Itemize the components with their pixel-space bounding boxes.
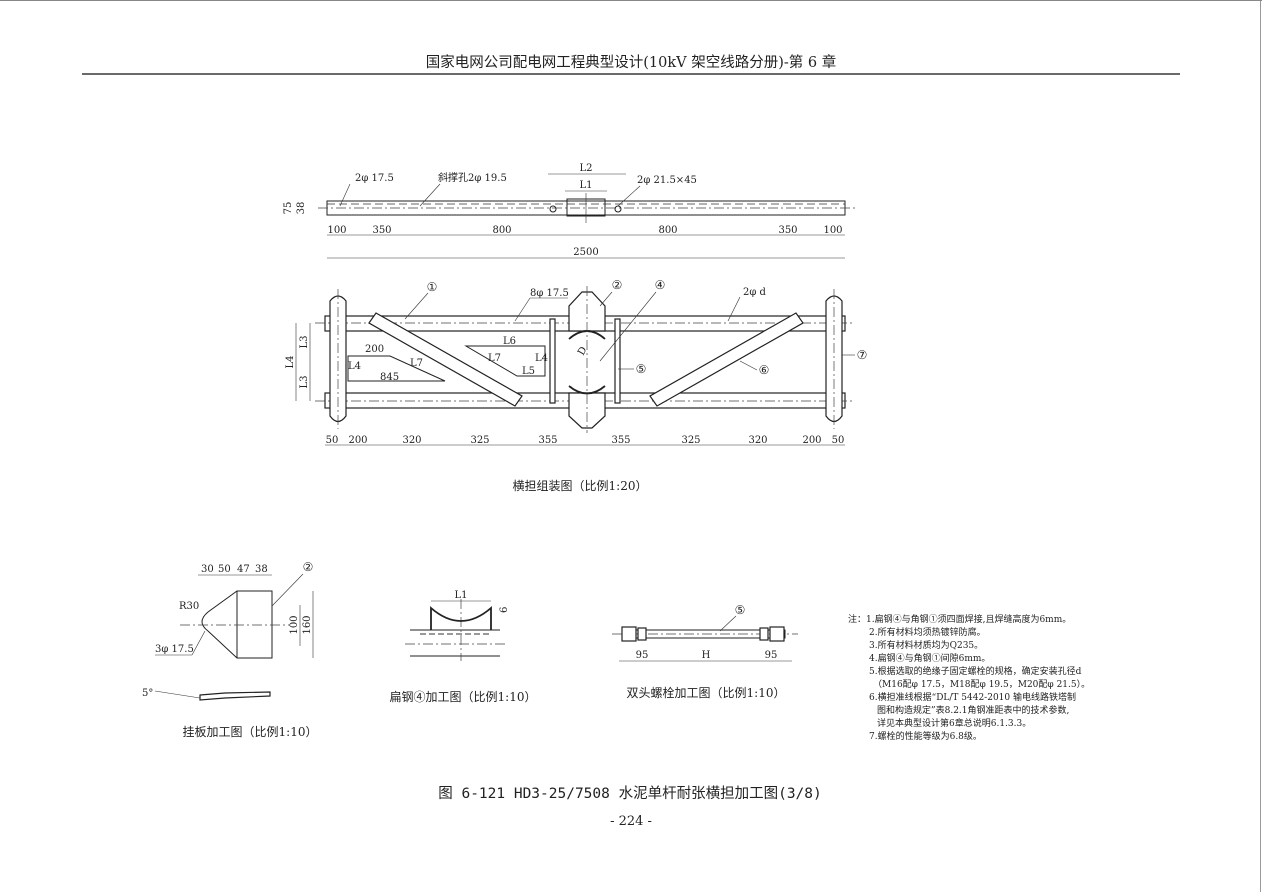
tri2-top: L6 xyxy=(503,336,516,347)
flat-caption: 扁钢④加工图（比例1:10） xyxy=(390,690,537,704)
tri1-hyp: L7 xyxy=(410,358,423,369)
elev-dim: 100 xyxy=(327,225,346,236)
elev-dim: 800 xyxy=(658,225,677,236)
plan-dim: 320 xyxy=(402,435,421,446)
tri2-hyp: L7 xyxy=(488,353,501,364)
plan-dim: 200 xyxy=(802,435,821,446)
elev-total: 2500 xyxy=(573,247,598,258)
balloon-7: ⑦ xyxy=(857,348,868,362)
plan-holes-d: 2φ d xyxy=(743,287,767,298)
balloon-2: ② xyxy=(612,278,623,292)
balloon-6: ⑥ xyxy=(759,363,770,377)
tri1-side: L4 xyxy=(348,361,361,372)
elevation-view: 2φ 17.5 斜撑孔2φ 19.5 2φ 21.5×45 L2 L1 75 3… xyxy=(283,163,855,259)
hanger-h100: 100 xyxy=(289,615,300,634)
hanger-dim: 30 xyxy=(201,564,214,575)
plan-dim: 325 xyxy=(470,435,489,446)
hanger-plate-detail: 30 50 47 38 R30 3φ 17.5 ② 100 160 5° 挂板加… xyxy=(142,560,317,739)
plan-L4: L4 xyxy=(285,355,296,368)
note: 详见本典型设计第6章总说明6.1.3.3。 xyxy=(877,717,1031,729)
header-title: 国家电网公司配电网工程典型设计(10kV 架空线路分册)-第 6 章 xyxy=(426,53,836,71)
note: 4.扁钢④与角钢①间隙6mm。 xyxy=(869,652,990,664)
plan-dim: 50 xyxy=(326,435,339,446)
stud-dim: 95 xyxy=(765,650,778,661)
hanger-h160: 160 xyxy=(302,615,313,634)
elev-L1: L1 xyxy=(579,180,592,191)
elev-dim: 800 xyxy=(492,225,511,236)
plan-L3: L3 xyxy=(299,335,310,348)
flat-thickness: 6 xyxy=(499,607,510,613)
plan-L3: L3 xyxy=(299,375,310,388)
note: 5.根据选取的绝缘子固定螺栓的规格，确定安装孔径d xyxy=(869,665,1082,677)
note: 6.横担准线根据“DL/T 5442-2010 输电线路铁塔制 xyxy=(869,691,1076,703)
hanger-dim: 50 xyxy=(218,564,231,575)
plan-dim: 50 xyxy=(832,435,845,446)
stud-bolt-detail: ⑤ 95 H 95 双头螺栓加工图（比例1:10） xyxy=(612,603,798,700)
elev-dim: 350 xyxy=(778,225,797,236)
tri1-top: 200 xyxy=(365,344,384,355)
stud-dim: 95 xyxy=(636,650,649,661)
flat-steel-detail: L1 6 扁钢④加工图（比例1:10） xyxy=(390,590,537,704)
note: 注：1.扁钢④与角钢①须四面焊接,且焊缝高度为6mm。 xyxy=(848,613,1071,625)
assembly-plan: 200 L4 L7 845 L6 L7 L4 L5 D ① ② ④ ⑤ ⑥ ⑦ … xyxy=(285,278,867,493)
stud-dim: H xyxy=(702,650,711,661)
elev-L2: L2 xyxy=(579,163,592,174)
balloon-5: ⑤ xyxy=(636,362,647,376)
hanger-caption: 挂板加工图（比例1:10） xyxy=(183,725,318,739)
balloon-1: ① xyxy=(427,280,438,294)
pole-diameter: D xyxy=(576,345,590,357)
note: 3.所有材料材质均为Q235。 xyxy=(869,639,983,651)
elev-h38: 38 xyxy=(296,202,307,215)
stud-caption: 双头螺栓加工图（比例1:10） xyxy=(627,685,786,700)
elev-brace-hole-label: 斜撑孔2φ 19.5 xyxy=(438,171,507,184)
hanger-holes: 3φ 17.5 xyxy=(155,644,194,655)
plan-holes-8: 8φ 17.5 xyxy=(530,288,569,299)
elev-h75: 75 xyxy=(283,202,294,215)
elev-hole-label: 2φ 17.5 xyxy=(355,173,394,184)
hanger-balloon: ② xyxy=(303,560,314,574)
tri1-bottom: 845 xyxy=(380,372,399,383)
note: 图和构造规定”表8.2.1角钢准距表中的技术参数, xyxy=(877,704,1069,716)
stud-balloon: ⑤ xyxy=(735,603,746,617)
elev-dim: 100 xyxy=(823,225,842,236)
plan-dim: 355 xyxy=(611,435,630,446)
hanger-dim: 47 xyxy=(237,564,250,575)
hanger-angle: 5° xyxy=(142,688,153,699)
page-number: - 224 - xyxy=(610,814,652,829)
flat-L1: L1 xyxy=(454,590,467,601)
balloon-4: ④ xyxy=(655,278,666,292)
figure-title: 图 6-121 HD3-25/7508 水泥单杆耐张横担加工图(3/8) xyxy=(438,785,822,802)
hanger-dim: 38 xyxy=(255,564,268,575)
hanger-radius: R30 xyxy=(179,601,199,612)
note: 7.螺栓的性能等级为6.8级。 xyxy=(869,730,982,742)
plan-dim: 325 xyxy=(681,435,700,446)
elev-dim: 350 xyxy=(372,225,391,236)
tri2-side: L4 xyxy=(535,353,548,364)
plan-dim: 355 xyxy=(538,435,557,446)
tri2-bottom: L5 xyxy=(522,366,535,377)
plan-dim: 200 xyxy=(348,435,367,446)
note: （M16配φ 17.5，M18配φ 19.5，M20配φ 21.5）。 xyxy=(873,679,1090,690)
note: 2.所有材料均须热镀锌防腐。 xyxy=(869,626,986,638)
notes: 注：1.扁钢④与角钢①须四面焊接,且焊缝高度为6mm。 2.所有材料均须热镀锌防… xyxy=(848,613,1090,742)
assembly-caption: 横担组装图（比例1:20） xyxy=(513,479,648,493)
elev-slot-label: 2φ 21.5×45 xyxy=(637,175,697,186)
plan-dim: 320 xyxy=(748,435,767,446)
